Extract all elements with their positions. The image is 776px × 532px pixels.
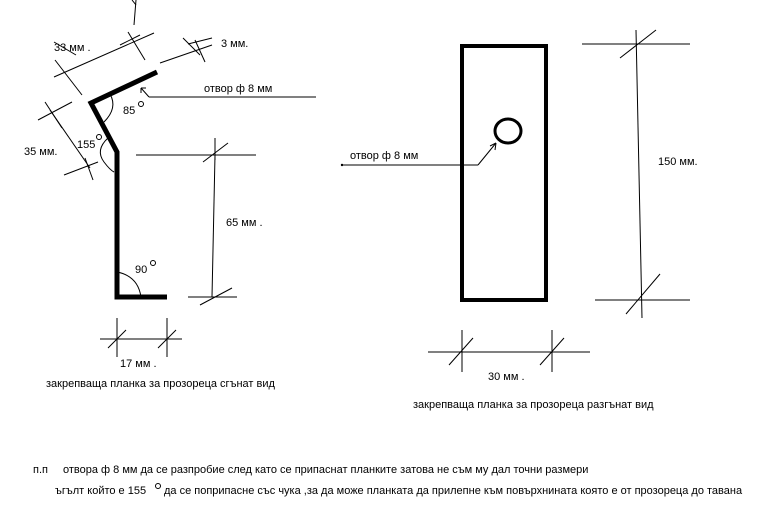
- degree-icon: [138, 101, 144, 107]
- dim-3-label: 3 мм.: [221, 38, 248, 50]
- hole-circle: [493, 117, 523, 145]
- dimension-3: [159, 37, 213, 64]
- dim-17-label: 17 мм .: [120, 358, 157, 370]
- degree-icon: [150, 260, 156, 266]
- hole-label-unfolded: отвор ф 8 мм: [350, 150, 418, 162]
- arrow-icon: [489, 142, 497, 151]
- note-line-2-end: да се поприпасне със чука ,за да може пл…: [164, 485, 743, 497]
- dim-150-label: 150 мм.: [658, 156, 698, 168]
- unfolded-caption: закрепваща планка за прозореца разгънат …: [413, 399, 654, 411]
- dim-65-label: 65 мм .: [226, 217, 263, 229]
- dimension-30: [428, 330, 590, 372]
- dimension-17: [100, 318, 182, 357]
- folded-profile: [87, 69, 167, 300]
- dim-33-label: 33 мм .: [54, 42, 91, 54]
- dim-30-label: 30 мм .: [488, 371, 525, 383]
- folded-caption: закрепваща планка за прозореца сгънат ви…: [46, 378, 275, 390]
- dimension-150: [582, 29, 690, 319]
- leader-dot: [340, 163, 344, 167]
- note-line-1: отвора ф 8 мм да се разпробие след като …: [63, 464, 588, 476]
- angle-85-label: 85: [123, 105, 135, 117]
- degree-icon: [155, 483, 161, 489]
- angle-85-arc: [103, 93, 114, 123]
- angle-90-arc: [116, 271, 142, 298]
- hole-leader-tail: [477, 142, 497, 166]
- arrow-icon: [140, 87, 150, 98]
- dimension-65: [136, 138, 256, 306]
- hole-label-folded: отвор ф 8 мм: [204, 83, 272, 95]
- dimension-35: [37, 101, 99, 181]
- angle-155-arc: [99, 137, 115, 173]
- note-prefix: п.п: [33, 464, 48, 476]
- angle-90-label: 90: [135, 264, 147, 276]
- degree-icon: [96, 134, 102, 140]
- unfolded-plate: [460, 44, 548, 302]
- dim-35-label: 35 мм.: [24, 146, 57, 158]
- angle-155-label: 155: [77, 139, 95, 151]
- dimension-33: [53, 0, 155, 96]
- note-line-2-start: ъгълт който е 155: [55, 485, 146, 497]
